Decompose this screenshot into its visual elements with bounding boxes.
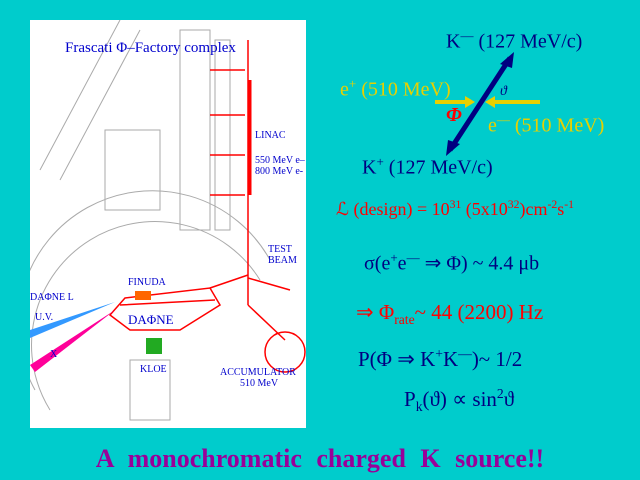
luminosity-formula: ℒ (design) = 1031 (5x1032)cm-2s-1 <box>336 198 574 219</box>
k-minus-arrowhead <box>500 52 514 68</box>
e-minus-arrowhead <box>485 96 495 108</box>
label-linac-e2: 800 MeV e- <box>255 166 303 177</box>
e-plus-arrowhead <box>465 96 475 108</box>
phi-label: Φ <box>446 104 462 126</box>
kaon-track <box>447 56 513 152</box>
theta-label: ϑ <box>500 84 507 99</box>
k-plus-label: K+ (127 MeV/c) <box>362 154 493 179</box>
slide-footer-title: A monochromatic charged K source!! <box>95 444 545 473</box>
label-accumulator: ACCUMULATOR <box>220 367 296 378</box>
beamlines <box>108 40 306 373</box>
uv-beamline <box>30 302 115 338</box>
cross-section-formula: σ(e+e— ⇒ Φ) ~ 4.4 μb <box>364 250 540 275</box>
finuda-detector <box>135 291 151 300</box>
collision-arrows <box>435 52 540 156</box>
k-plus-arrowhead <box>446 140 460 156</box>
label-linac-e1: 550 MeV e– <box>255 155 306 166</box>
label-finuda: FINUDA <box>128 277 167 288</box>
k-minus-label: K— (127 MeV/c) <box>446 28 583 53</box>
facility-map-drawing: Frascati Φ–Factory complex LINAC 550 MeV… <box>17 19 306 421</box>
label-test: TEST <box>268 244 292 255</box>
e-minus-label: e— (510 MeV) <box>488 112 605 137</box>
rate-formula: ⇒ Φrate~ 44 (2200) Hz <box>356 300 544 328</box>
label-accumulator-energy: 510 MeV <box>240 378 279 389</box>
label-linac: LINAC <box>255 130 286 141</box>
x-beamline <box>30 310 115 372</box>
label-x: X <box>50 349 58 360</box>
angular-distribution-formula: Pk(ϑ) ∝ sin2ϑ <box>404 386 515 415</box>
e-plus-label: e+ (510 MeV) <box>340 76 451 101</box>
map-title: Frascati Φ–Factory complex <box>65 40 236 56</box>
facility-map: Frascati Φ–Factory complex LINAC 550 MeV… <box>17 19 306 428</box>
label-beam: BEAM <box>268 255 297 266</box>
label-kloe: KLOE <box>140 364 167 375</box>
building-outlines <box>17 19 271 421</box>
kloe-detector <box>146 338 162 354</box>
branching-formula: P(Φ ⇒ K+K—)~ 1/2 <box>358 346 523 371</box>
label-dafne: DAΦNE <box>128 312 174 327</box>
label-uv: U.V. <box>35 312 53 323</box>
label-dafnel: DAΦNE L <box>30 292 74 303</box>
